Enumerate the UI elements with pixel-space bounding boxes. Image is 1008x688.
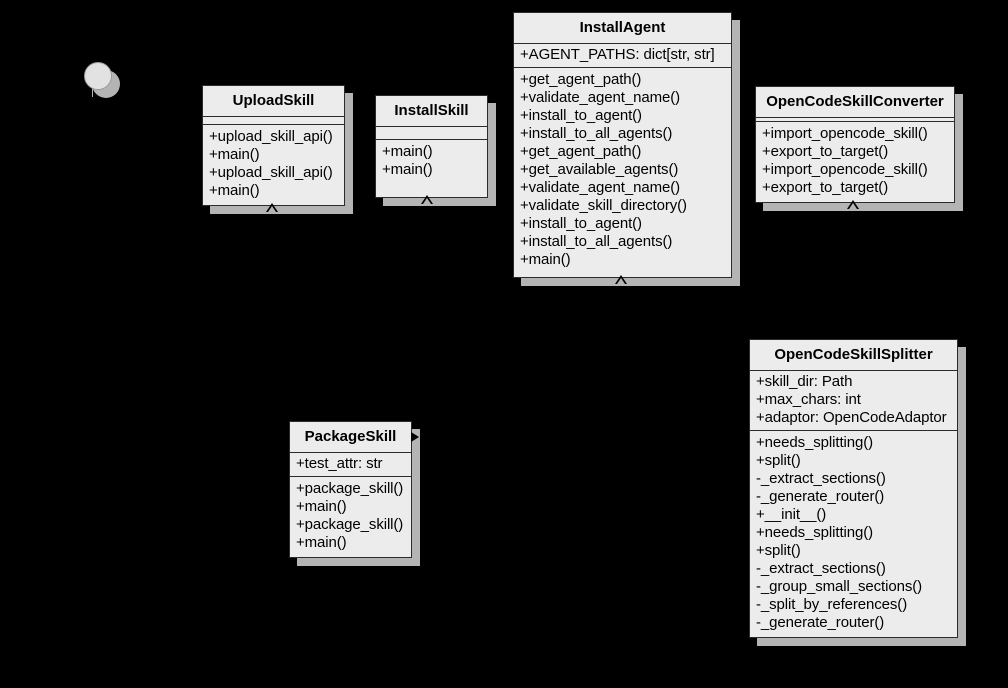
- class-title: InstallSkill: [376, 96, 487, 127]
- class-node-opencode-skill-converter[interactable]: OpenCodeSkillConverter +import_opencode_…: [755, 86, 963, 211]
- method-item: +get_available_agents(): [520, 161, 679, 178]
- arrow-inner: [423, 198, 431, 204]
- arrow-inner: [617, 278, 625, 284]
- attribute-item: +adaptor: OpenCodeAdaptor: [756, 409, 947, 426]
- method-item: +upload_skill_api(): [209, 128, 333, 145]
- class-title: PackageSkill: [290, 422, 411, 453]
- method-item: +upload_skill_api(): [209, 164, 333, 181]
- node-box: InstallSkill +main() +main(): [375, 95, 488, 198]
- attributes-compartment: +skill_dir: Path +max_chars: int +adapto…: [750, 371, 957, 431]
- node-box: InstallAgent +AGENT_PATHS: dict[str, str…: [513, 12, 732, 278]
- methods-compartment: +package_skill() +main() +package_skill(…: [290, 477, 411, 557]
- methods-compartment: +import_opencode_skill() +export_to_targ…: [756, 122, 954, 202]
- arrow-inner: [268, 206, 276, 212]
- method-item: +install_to_agent(): [520, 107, 642, 124]
- orphan-circle-node[interactable]: [84, 62, 120, 106]
- attribute-item: +AGENT_PATHS: dict[str, str]: [520, 46, 715, 63]
- generalization-arrow-install-skill: [421, 195, 433, 204]
- method-item: +import_opencode_skill(): [762, 161, 928, 178]
- node-box: UploadSkill +upload_skill_api() +main() …: [202, 85, 345, 206]
- method-item: +__init__(): [756, 506, 827, 523]
- methods-compartment: +upload_skill_api() +main() +upload_skil…: [203, 125, 344, 205]
- method-item: -_generate_router(): [756, 614, 885, 631]
- node-box: PackageSkill +test_attr: str +package_sk…: [289, 421, 412, 558]
- method-item: -_extract_sections(): [756, 470, 886, 487]
- method-item: +export_to_target(): [762, 143, 889, 160]
- method-item: +import_opencode_skill(): [762, 125, 928, 142]
- attributes-compartment: +test_attr: str: [290, 453, 411, 477]
- attributes-compartment: [376, 127, 487, 140]
- circle-stem: [92, 88, 93, 97]
- generalization-arrow-upload-skill: [266, 203, 278, 212]
- class-title: InstallAgent: [514, 13, 731, 44]
- class-title: OpenCodeSkillConverter: [756, 87, 954, 118]
- methods-compartment: +needs_splitting() +split() -_extract_se…: [750, 431, 957, 637]
- method-item: +main(): [296, 498, 347, 515]
- methods-compartment: +main() +main(): [376, 140, 487, 197]
- method-item: +validate_skill_directory(): [520, 197, 687, 214]
- class-node-install-agent[interactable]: InstallAgent +AGENT_PATHS: dict[str, str…: [513, 12, 740, 286]
- method-item: -_generate_router(): [756, 488, 885, 505]
- method-item: +main(): [209, 182, 260, 199]
- generalization-arrow-opencode-skill-converter: [847, 200, 859, 209]
- attribute-item: +test_attr: str: [296, 455, 383, 472]
- method-item: +needs_splitting(): [756, 434, 874, 451]
- attributes-compartment: [203, 117, 344, 125]
- method-item: +install_to_agent(): [520, 215, 642, 232]
- attribute-item: +max_chars: int: [756, 391, 861, 408]
- method-item: +validate_agent_name(): [520, 179, 680, 196]
- class-node-package-skill[interactable]: PackageSkill +test_attr: str +package_sk…: [289, 421, 420, 566]
- arrow-inner: [849, 203, 857, 209]
- method-item: -_extract_sections(): [756, 560, 886, 577]
- method-item: +package_skill(): [296, 516, 404, 533]
- method-item: +install_to_all_agents(): [520, 233, 673, 250]
- generalization-arrow-install-agent: [615, 275, 627, 284]
- method-item: +get_agent_path(): [520, 71, 642, 88]
- class-node-opencode-skill-splitter[interactable]: OpenCodeSkillSplitter +skill_dir: Path +…: [749, 339, 966, 646]
- attribute-item: +skill_dir: Path: [756, 373, 853, 390]
- class-title: UploadSkill: [203, 86, 344, 117]
- attributes-compartment: [756, 118, 954, 122]
- class-node-upload-skill[interactable]: UploadSkill +upload_skill_api() +main() …: [202, 85, 353, 214]
- generalization-arrow-package-skill: [411, 432, 419, 442]
- method-item: +main(): [209, 146, 260, 163]
- method-item: +package_skill(): [296, 480, 404, 497]
- node-box: OpenCodeSkillSplitter +skill_dir: Path +…: [749, 339, 958, 638]
- attributes-compartment: +AGENT_PATHS: dict[str, str]: [514, 44, 731, 68]
- method-item: +main(): [382, 143, 433, 160]
- method-item: +export_to_target(): [762, 179, 889, 196]
- methods-compartment: +get_agent_path() +validate_agent_name()…: [514, 68, 731, 277]
- node-box: OpenCodeSkillConverter +import_opencode_…: [755, 86, 955, 203]
- circle-body: [84, 62, 112, 90]
- method-item: +main(): [382, 161, 433, 178]
- method-item: +split(): [756, 452, 801, 469]
- method-item: +needs_splitting(): [756, 524, 874, 541]
- method-item: +install_to_all_agents(): [520, 125, 673, 142]
- class-node-install-skill[interactable]: InstallSkill +main() +main(): [375, 95, 496, 206]
- method-item: +split(): [756, 542, 801, 559]
- method-item: +main(): [520, 251, 571, 268]
- method-item: -_split_by_references(): [756, 596, 908, 613]
- class-title: OpenCodeSkillSplitter: [750, 340, 957, 371]
- method-item: +validate_agent_name(): [520, 89, 680, 106]
- method-item: +get_agent_path(): [520, 143, 642, 160]
- method-item: -_group_small_sections(): [756, 578, 923, 595]
- method-item: +main(): [296, 534, 347, 551]
